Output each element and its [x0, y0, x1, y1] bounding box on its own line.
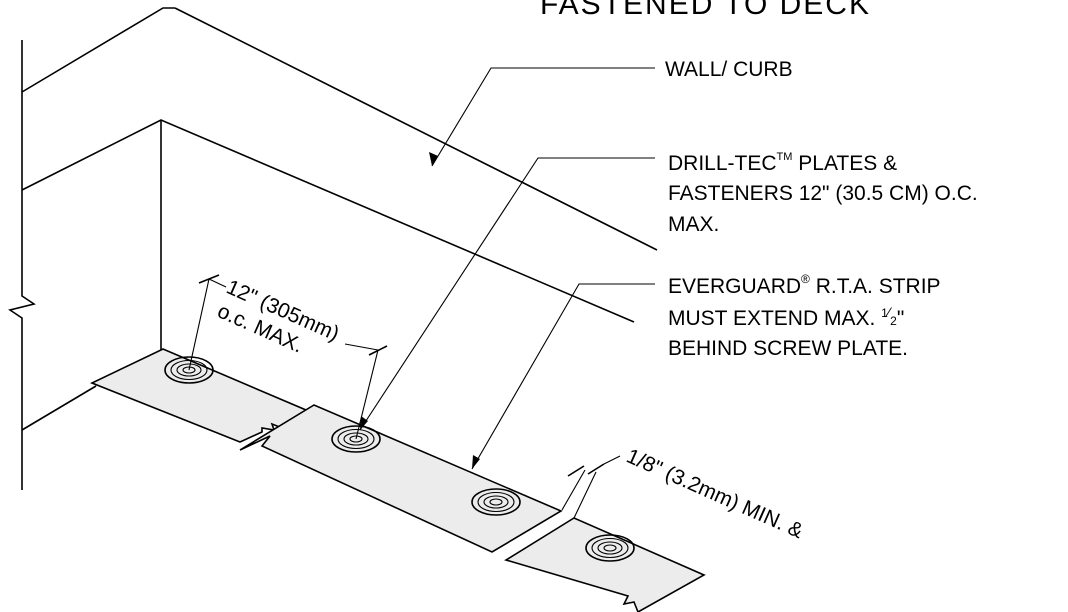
leader-lines — [359, 67, 655, 470]
wall-curb-label: WALL/ CURB — [665, 58, 793, 81]
break-line — [8, 40, 36, 490]
strip-right — [504, 517, 706, 612]
plate-3 — [471, 488, 521, 516]
drill-tec-label-line3: MAX. — [668, 213, 719, 236]
fastener-plates — [164, 356, 635, 562]
strip-middle — [239, 404, 563, 553]
callout-labels: WALL/ CURB DRILL-TECTM PLATES & FASTENER… — [665, 58, 978, 360]
drawing-title: FASTENED TO DECK — [540, 0, 871, 21]
plate-4 — [585, 534, 635, 562]
drill-tec-label-line1: DRILL-TECTM PLATES & — [668, 151, 897, 175]
everguard-label-line2: MUST EXTEND MAX. 1⁄2" — [668, 304, 904, 330]
rta-strips — [90, 348, 706, 612]
everguard-label-line3: BEHIND SCREW PLATE. — [668, 337, 908, 360]
plate-1 — [164, 356, 214, 384]
everguard-label-line1: EVERGUARD® R.T.A. STRIP — [668, 272, 941, 298]
wall-curb-outline — [21, 7, 658, 431]
gap-dimension-text: 1/8" (3.2mm) MIN. & — [623, 445, 807, 544]
strip-left — [90, 348, 308, 443]
drill-tec-label-line2: FASTENERS 12" (30.5 CM) O.C. — [668, 182, 978, 205]
plate-2 — [331, 425, 381, 453]
